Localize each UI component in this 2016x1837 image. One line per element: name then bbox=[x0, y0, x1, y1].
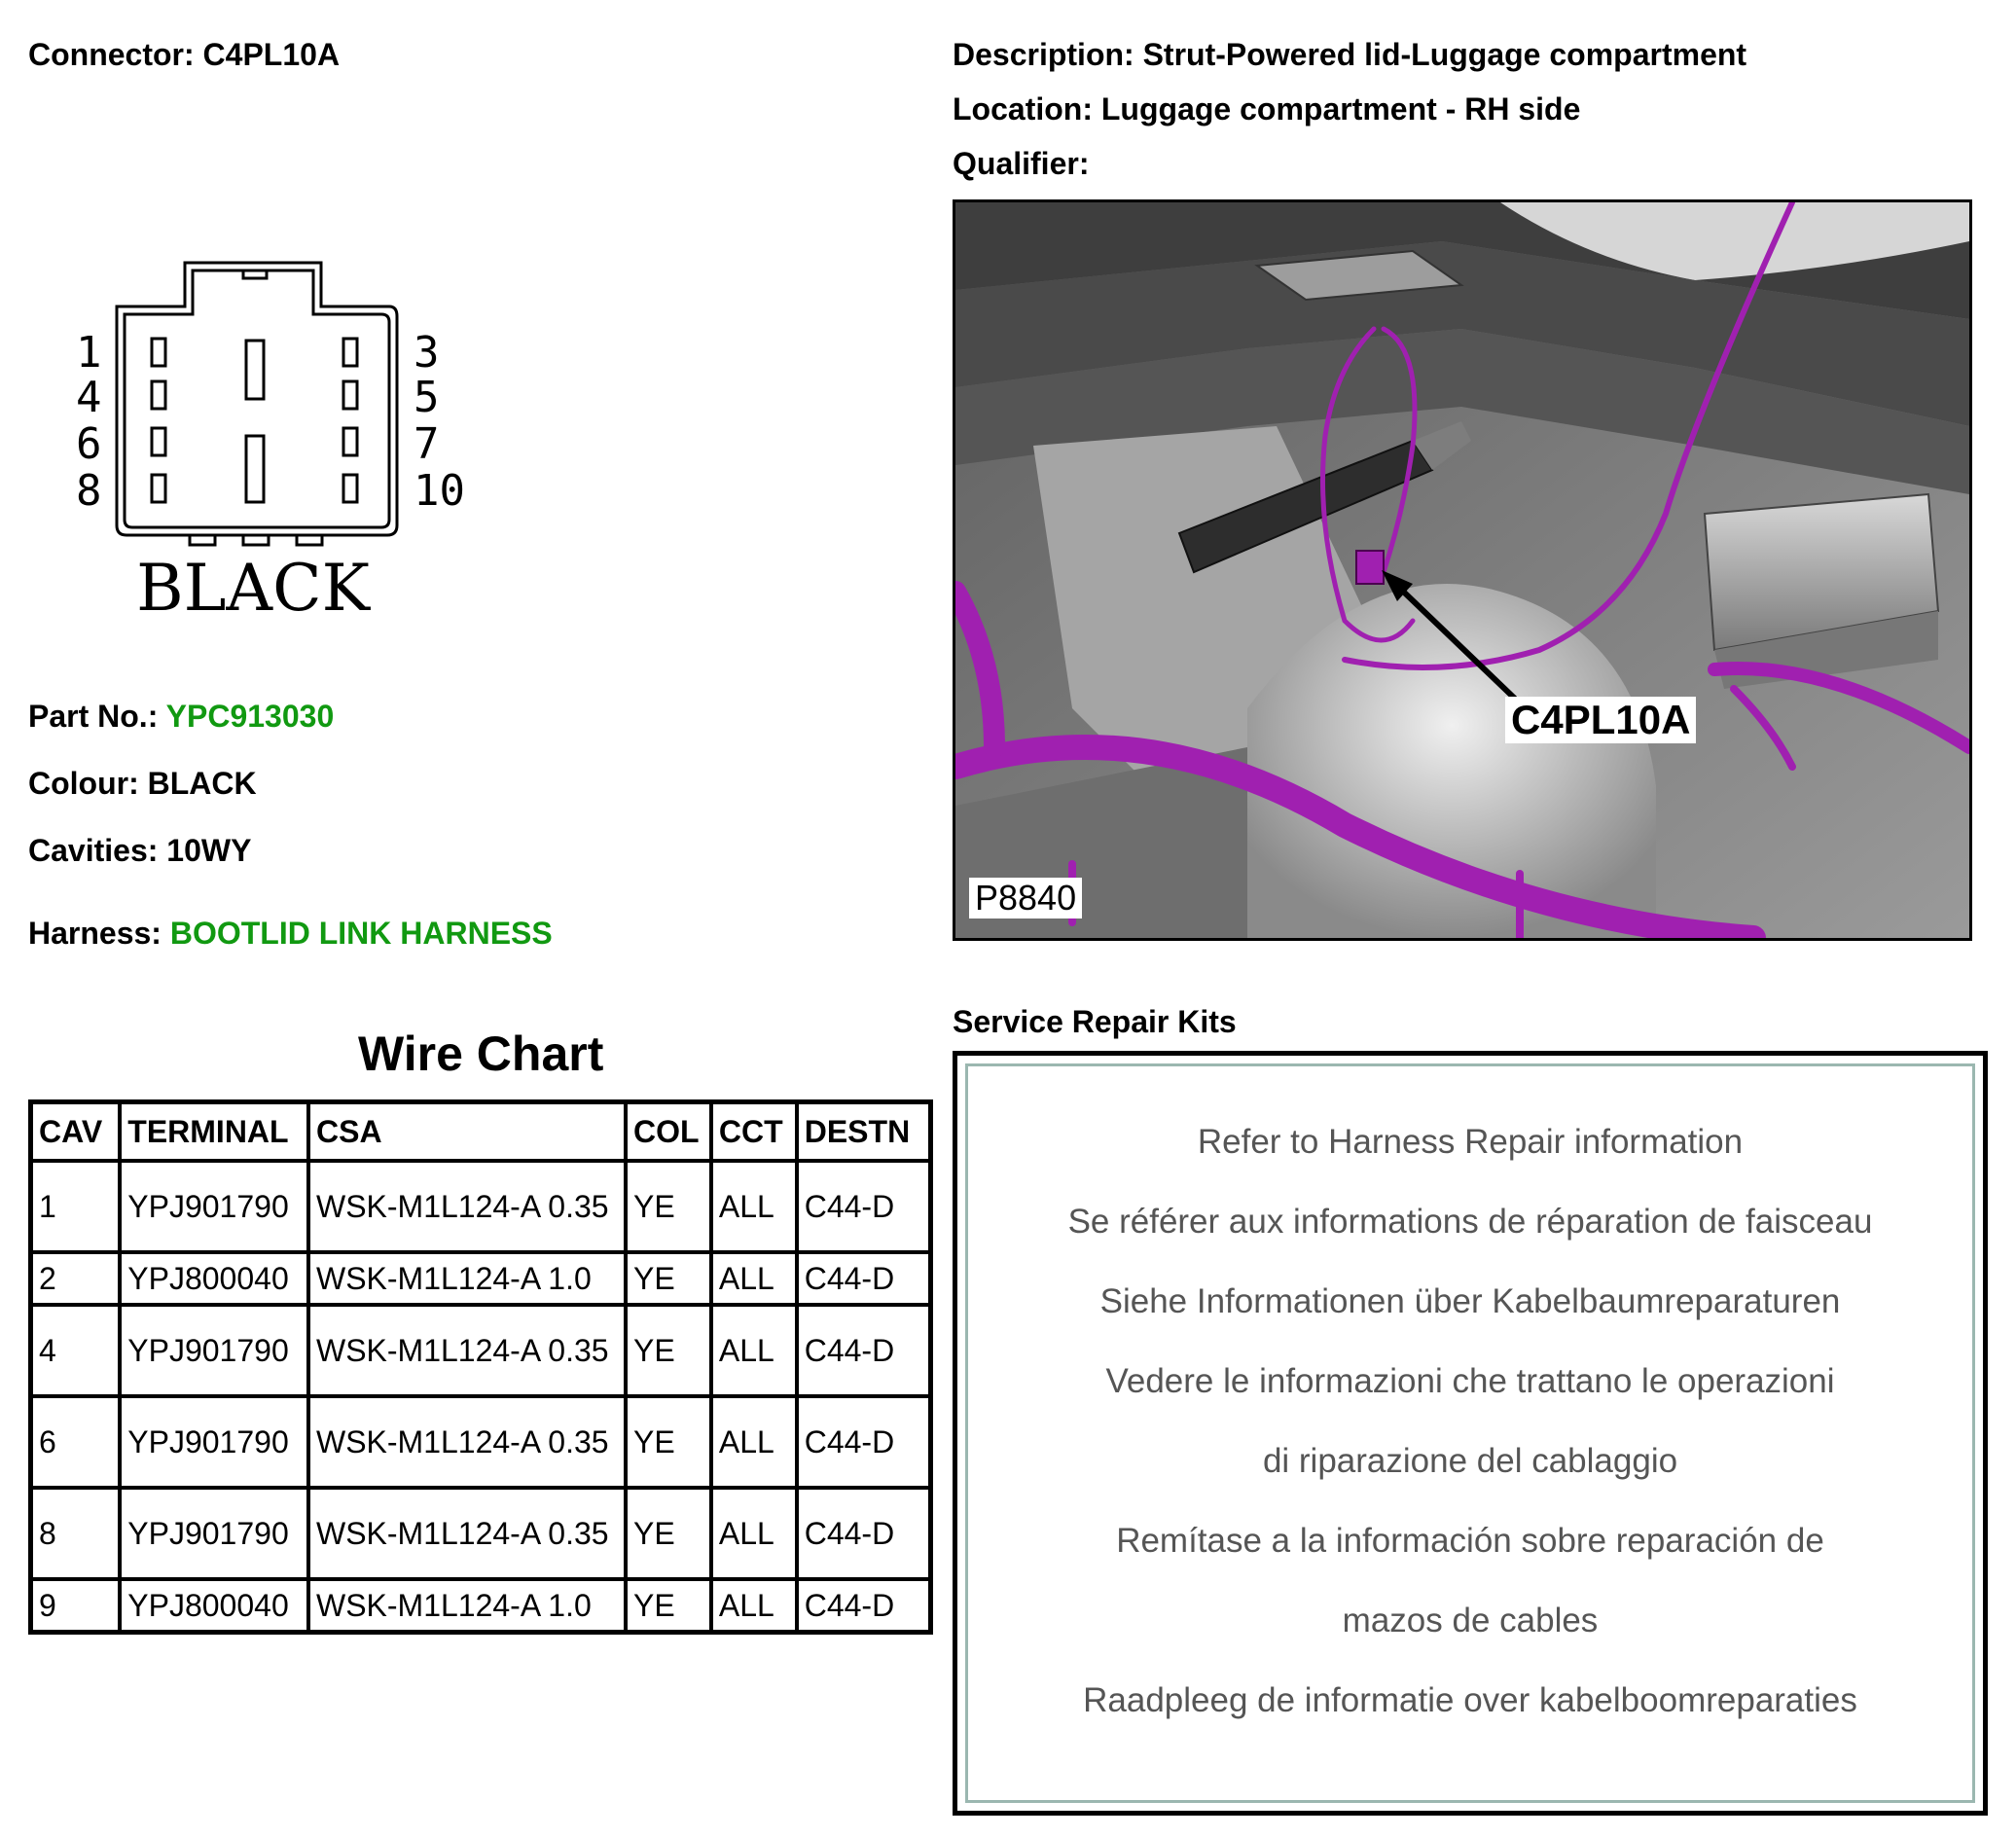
header-cct: CCT bbox=[708, 1099, 799, 1163]
cell-terminal: YPJ901790 bbox=[118, 1303, 310, 1398]
connector-value: C4PL10A bbox=[202, 37, 341, 72]
photo-figure-id: P8840 bbox=[969, 878, 1083, 918]
cell-csa: WSK-M1L124-A 0.35 bbox=[306, 1394, 628, 1490]
kit-line: Se référer aux informations de réparatio… bbox=[1067, 1203, 1873, 1241]
cell-csa: WSK-M1L124-A 0.35 bbox=[306, 1159, 628, 1254]
colour-value: BLACK bbox=[147, 766, 257, 801]
connector-location-image: C4PL10A P8840 bbox=[953, 199, 1972, 941]
cell-col: YE bbox=[623, 1159, 713, 1254]
cell-cav: 6 bbox=[28, 1394, 123, 1490]
connector-face-diagram: 1 4 6 8 3 5 7 10 BLACK bbox=[76, 261, 465, 626]
wire-chart-header-row: CAV TERMINAL CSA COL CCT DESTN bbox=[28, 1099, 933, 1163]
cell-cct: ALL bbox=[708, 1486, 799, 1581]
pin-label-10: 10 bbox=[414, 466, 465, 516]
cell-cct: ALL bbox=[708, 1159, 799, 1254]
pin-label-3: 3 bbox=[414, 328, 440, 378]
qualifier-label: Qualifier: bbox=[953, 146, 1090, 181]
harness-value[interactable]: BOOTLID LINK HARNESS bbox=[169, 916, 553, 951]
header-terminal: TERMINAL bbox=[118, 1099, 310, 1163]
service-repair-kits-inner: Refer to Harness Repair information Se r… bbox=[965, 1063, 1975, 1803]
header-csa: CSA bbox=[306, 1099, 628, 1163]
photo-callout-label: C4PL10A bbox=[1505, 697, 1697, 743]
table-row: 9 YPJ800040 WSK-M1L124-A 1.0 YE ALL C44-… bbox=[28, 1577, 933, 1635]
pin-label-8: 8 bbox=[76, 466, 102, 516]
cell-cav: 8 bbox=[28, 1486, 123, 1581]
cell-destn: C44-D bbox=[794, 1394, 933, 1490]
cell-cct: ALL bbox=[708, 1303, 799, 1398]
cell-destn: C44-D bbox=[794, 1159, 933, 1254]
kit-line: mazos de cables bbox=[1342, 1602, 1599, 1639]
table-row: 2 YPJ800040 WSK-M1L124-A 1.0 YE ALL C44-… bbox=[28, 1250, 933, 1307]
cell-destn: C44-D bbox=[794, 1250, 933, 1307]
cell-col: YE bbox=[623, 1577, 713, 1635]
pin-label-6: 6 bbox=[76, 419, 102, 469]
kit-line: Raadpleeg de informatie over kabelboomre… bbox=[1083, 1681, 1857, 1719]
cell-destn: C44-D bbox=[794, 1486, 933, 1581]
cell-col: YE bbox=[623, 1486, 713, 1581]
cell-destn: C44-D bbox=[794, 1303, 933, 1398]
cell-cav: 2 bbox=[28, 1250, 123, 1307]
harness-label: Harness: bbox=[28, 916, 162, 951]
cell-csa: WSK-M1L124-A 0.35 bbox=[306, 1303, 628, 1398]
kit-line: di riparazione del cablaggio bbox=[1262, 1442, 1678, 1480]
part-no-value[interactable]: YPC913030 bbox=[165, 699, 335, 734]
location-label: Location: bbox=[953, 91, 1093, 126]
cell-cav: 1 bbox=[28, 1159, 123, 1254]
cell-cct: ALL bbox=[708, 1577, 799, 1635]
cell-cct: ALL bbox=[708, 1394, 799, 1490]
kit-line: Vedere le informazioni che trattano le o… bbox=[1105, 1362, 1835, 1400]
pin-label-1: 1 bbox=[76, 328, 102, 378]
cell-col: YE bbox=[623, 1250, 713, 1307]
table-row: 1 YPJ901790 WSK-M1L124-A 0.35 YE ALL C44… bbox=[28, 1159, 933, 1254]
header-cav: CAV bbox=[28, 1099, 123, 1163]
pin-label-7: 7 bbox=[414, 419, 440, 469]
header-destn: DESTN bbox=[794, 1099, 933, 1163]
cell-terminal: YPJ800040 bbox=[118, 1577, 310, 1635]
luggage-compartment-illustration bbox=[955, 202, 1969, 938]
cell-col: YE bbox=[623, 1303, 713, 1398]
cell-terminal: YPJ800040 bbox=[118, 1250, 310, 1307]
location-line: Location: Luggage compartment - RH side bbox=[953, 91, 1580, 127]
cell-cct: ALL bbox=[708, 1250, 799, 1307]
colour-label: Colour: bbox=[28, 766, 139, 801]
table-row: 6 YPJ901790 WSK-M1L124-A 0.35 YE ALL C44… bbox=[28, 1394, 933, 1490]
cell-cav: 4 bbox=[28, 1303, 123, 1398]
cavities-label: Cavities: bbox=[28, 833, 159, 868]
service-repair-kits-title: Service Repair Kits bbox=[953, 1004, 1237, 1039]
cell-csa: WSK-M1L124-A 1.0 bbox=[306, 1577, 628, 1635]
wire-chart-table: CAV TERMINAL CSA COL CCT DESTN 1 YPJ9017… bbox=[28, 1099, 933, 1635]
harness-line: Harness: BOOTLID LINK HARNESS bbox=[28, 916, 553, 952]
pin-label-4: 4 bbox=[76, 373, 102, 422]
kit-line: Siehe Informationen über Kabelbaumrepara… bbox=[1099, 1282, 1841, 1320]
colour-line: Colour: BLACK bbox=[28, 766, 257, 802]
cell-terminal: YPJ901790 bbox=[118, 1394, 310, 1490]
connector-line: Connector: C4PL10A bbox=[28, 37, 340, 73]
cell-terminal: YPJ901790 bbox=[118, 1159, 310, 1254]
kit-line: Refer to Harness Repair information bbox=[1197, 1123, 1744, 1161]
description-line: Description: Strut-Powered lid-Luggage c… bbox=[953, 37, 1746, 73]
part-no-line: Part No.: YPC913030 bbox=[28, 699, 334, 735]
location-value: Luggage compartment - RH side bbox=[1100, 91, 1581, 126]
table-row: 8 YPJ901790 WSK-M1L124-A 0.35 YE ALL C44… bbox=[28, 1486, 933, 1581]
connector-label: Connector: bbox=[28, 37, 195, 72]
kit-line: Remítase a la información sobre reparaci… bbox=[1116, 1522, 1824, 1560]
cell-terminal: YPJ901790 bbox=[118, 1486, 310, 1581]
header-col: COL bbox=[623, 1099, 713, 1163]
cell-csa: WSK-M1L124-A 0.35 bbox=[306, 1486, 628, 1581]
description-value: Strut-Powered lid-Luggage compartment bbox=[1142, 37, 1747, 72]
table-row: 4 YPJ901790 WSK-M1L124-A 0.35 YE ALL C44… bbox=[28, 1303, 933, 1398]
service-repair-kits-panel: Refer to Harness Repair information Se r… bbox=[953, 1051, 1988, 1816]
cell-destn: C44-D bbox=[794, 1577, 933, 1635]
cavities-value: 10WY bbox=[166, 833, 252, 868]
description-label: Description: bbox=[953, 37, 1134, 72]
cell-csa: WSK-M1L124-A 1.0 bbox=[306, 1250, 628, 1307]
part-no-label: Part No.: bbox=[28, 699, 159, 734]
cell-col: YE bbox=[623, 1394, 713, 1490]
cell-cav: 9 bbox=[28, 1577, 123, 1635]
connector-color-label: BLACK bbox=[136, 551, 371, 626]
qualifier-line: Qualifier: bbox=[953, 146, 1089, 182]
cavities-line: Cavities: 10WY bbox=[28, 833, 251, 869]
wire-chart-title: Wire Chart bbox=[358, 1027, 604, 1081]
pin-label-5: 5 bbox=[414, 373, 440, 422]
